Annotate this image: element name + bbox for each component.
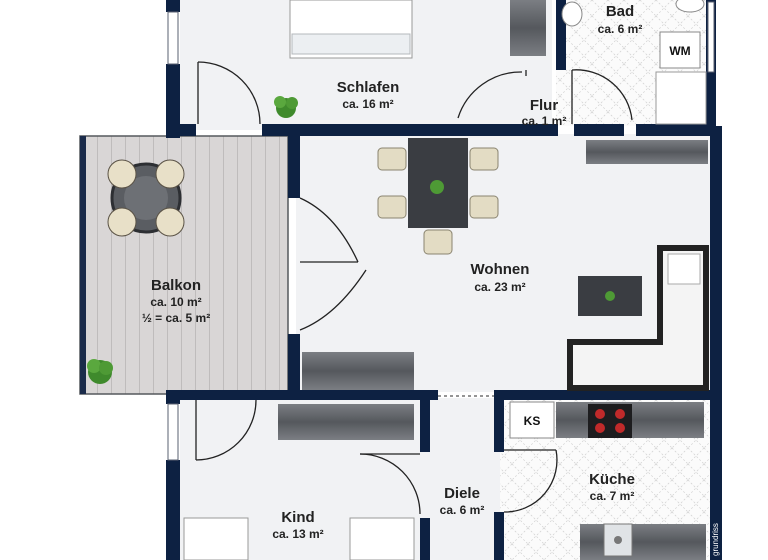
doors bbox=[195, 61, 633, 515]
washing-machine-label: WM bbox=[669, 44, 690, 58]
round-table-set bbox=[107, 159, 185, 237]
plant-icon bbox=[274, 96, 298, 118]
flur-area: ca. 1 m² bbox=[522, 114, 567, 128]
diele-name: Diele bbox=[444, 485, 480, 502]
bed-kind-left bbox=[183, 517, 249, 560]
shower-tray bbox=[655, 71, 707, 125]
balkon-half-area: ½ = ca. 5 m² bbox=[142, 311, 210, 325]
dining-table bbox=[377, 138, 499, 255]
stove-icon bbox=[588, 404, 632, 438]
wohnen-area: ca. 23 m² bbox=[474, 280, 525, 294]
schlafen-name: Schlafen bbox=[337, 79, 400, 96]
watermark: grundriss bbox=[711, 523, 720, 556]
kitchen-sink-icon bbox=[603, 523, 633, 557]
bad-name: Bad bbox=[606, 3, 634, 20]
kueche-area: ca. 7 m² bbox=[590, 489, 635, 503]
kind-name: Kind bbox=[281, 509, 314, 526]
flur-name: Flur bbox=[530, 97, 558, 114]
diele-area: ca. 6 m² bbox=[440, 503, 485, 517]
floor-diele bbox=[420, 398, 500, 560]
fridge bbox=[509, 401, 555, 439]
bad-area: ca. 6 m² bbox=[598, 22, 643, 36]
kueche-name: Küche bbox=[589, 471, 635, 488]
kitchen-counter-bottom bbox=[580, 524, 706, 560]
sofa-corner bbox=[567, 245, 709, 391]
kind-area: ca. 13 m² bbox=[272, 527, 323, 541]
wohnen-name: Wohnen bbox=[471, 261, 530, 278]
balkon-name: Balkon bbox=[151, 277, 201, 294]
sideboard-wohnen bbox=[586, 140, 708, 164]
wardrobe-wohnen bbox=[302, 352, 414, 390]
sink-icon bbox=[561, 1, 583, 27]
wardrobe-schlafen bbox=[510, 0, 546, 56]
fridge-label: KS bbox=[524, 414, 541, 428]
wardrobe-kind bbox=[278, 404, 414, 440]
bed-double bbox=[289, 0, 413, 59]
coffee-table bbox=[578, 276, 642, 316]
schlafen-area: ca. 16 m² bbox=[342, 97, 393, 111]
balkon-area: ca. 10 m² bbox=[150, 295, 201, 309]
bed-kind-right bbox=[349, 517, 415, 560]
washing-machine bbox=[659, 31, 701, 69]
balkon-plant-icon bbox=[87, 359, 113, 384]
walls bbox=[166, 0, 722, 560]
windows bbox=[167, 1, 715, 461]
